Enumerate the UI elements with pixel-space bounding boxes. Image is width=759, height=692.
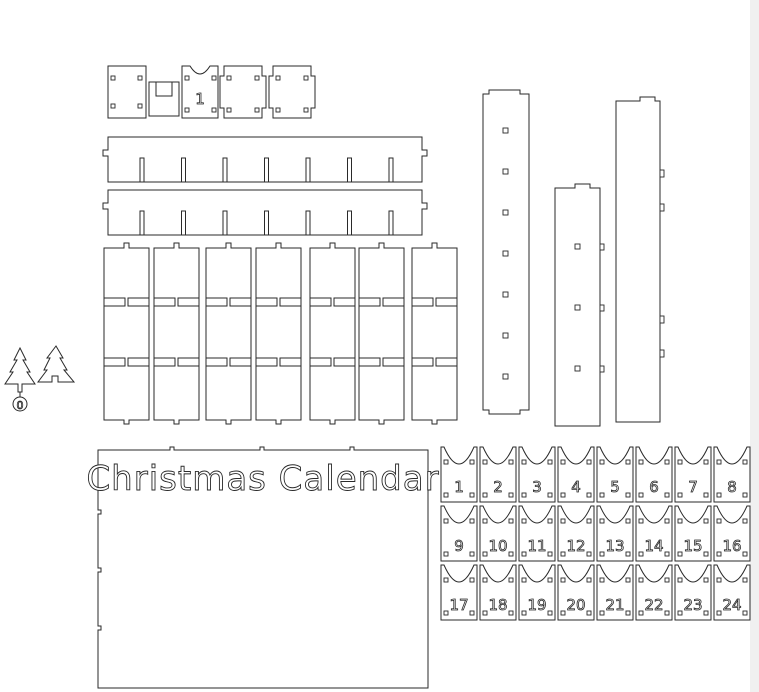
small-box-part bbox=[107, 65, 147, 119]
door-number: 19 bbox=[527, 596, 546, 614]
door-number: 5 bbox=[610, 478, 620, 496]
door-number: 11 bbox=[527, 537, 546, 555]
drawer-panel bbox=[411, 242, 458, 425]
door-number: 13 bbox=[605, 537, 624, 555]
page-edge bbox=[750, 0, 759, 692]
door-number: 24 bbox=[722, 596, 741, 614]
door-14: 14 bbox=[635, 505, 673, 562]
door-number: 12 bbox=[566, 537, 585, 555]
door-number: 21 bbox=[605, 596, 624, 614]
door-number: 18 bbox=[488, 596, 507, 614]
door-16: 16 bbox=[713, 505, 751, 562]
door-18: 18 bbox=[479, 564, 517, 621]
drawer-panels-group bbox=[103, 242, 458, 425]
door-6: 6 bbox=[635, 446, 673, 503]
door-19: 19 bbox=[518, 564, 556, 621]
door-number: 23 bbox=[683, 596, 702, 614]
door-number: 3 bbox=[532, 478, 542, 496]
door-number: 20 bbox=[566, 596, 585, 614]
calendar-front-panel: Christmas Calendar bbox=[86, 446, 439, 689]
door-number: 15 bbox=[683, 537, 702, 555]
posts-group bbox=[482, 89, 665, 427]
door-24: 24 bbox=[713, 564, 751, 621]
drawer-panel bbox=[153, 242, 200, 425]
door-number: 4 bbox=[571, 478, 581, 496]
door-number: 1 bbox=[454, 478, 464, 496]
door-10: 10 bbox=[479, 505, 517, 562]
small-door-part bbox=[181, 65, 219, 119]
door-17: 17 bbox=[440, 564, 478, 621]
door-number: 2 bbox=[493, 478, 503, 496]
door-7: 7 bbox=[674, 446, 712, 503]
door-22: 22 bbox=[635, 564, 673, 621]
door-number: 14 bbox=[644, 537, 663, 555]
door-3: 3 bbox=[518, 446, 556, 503]
panel-title: Christmas Calendar bbox=[86, 459, 439, 499]
door-21: 21 bbox=[596, 564, 634, 621]
tree-token-label: 0 bbox=[17, 399, 24, 412]
door-number: 9 bbox=[454, 537, 464, 555]
door-number: 8 bbox=[727, 478, 737, 496]
door-number: 17 bbox=[449, 596, 468, 614]
drawer-panel bbox=[255, 242, 302, 425]
door-number: 7 bbox=[688, 478, 698, 496]
tall-post-right bbox=[615, 96, 661, 423]
slotted-strip bbox=[102, 189, 428, 236]
tree-ornament-right bbox=[37, 345, 76, 383]
slotted-strips-group bbox=[102, 136, 428, 236]
door-11: 11 bbox=[518, 505, 556, 562]
small-parts-group: 1 bbox=[107, 65, 316, 119]
door-number: 10 bbox=[488, 537, 507, 555]
door-13: 13 bbox=[596, 505, 634, 562]
tree-ornaments: 0 bbox=[4, 345, 76, 412]
door-23: 23 bbox=[674, 564, 712, 621]
door-number: 16 bbox=[722, 537, 741, 555]
door-5: 5 bbox=[596, 446, 634, 503]
drawer-panel bbox=[103, 242, 150, 425]
drawer-panel bbox=[205, 242, 252, 425]
door-20: 20 bbox=[557, 564, 595, 621]
tree-token bbox=[12, 396, 28, 412]
door-1: 1 bbox=[440, 446, 478, 503]
door-number: 6 bbox=[649, 478, 659, 496]
door-2: 2 bbox=[479, 446, 517, 503]
door-8: 8 bbox=[713, 446, 751, 503]
tree-ornament-left bbox=[4, 346, 36, 393]
door-15: 15 bbox=[674, 505, 712, 562]
box-side-part bbox=[219, 65, 267, 119]
door-9: 9 bbox=[440, 505, 478, 562]
drawer-panel bbox=[309, 242, 356, 425]
door-number: 22 bbox=[644, 596, 663, 614]
door-12: 12 bbox=[557, 505, 595, 562]
drawer-panel bbox=[358, 242, 405, 425]
slotted-strip bbox=[102, 136, 428, 183]
door-4: 4 bbox=[557, 446, 595, 503]
small-door-label: 1 bbox=[195, 90, 205, 108]
box-side-part bbox=[268, 65, 316, 119]
